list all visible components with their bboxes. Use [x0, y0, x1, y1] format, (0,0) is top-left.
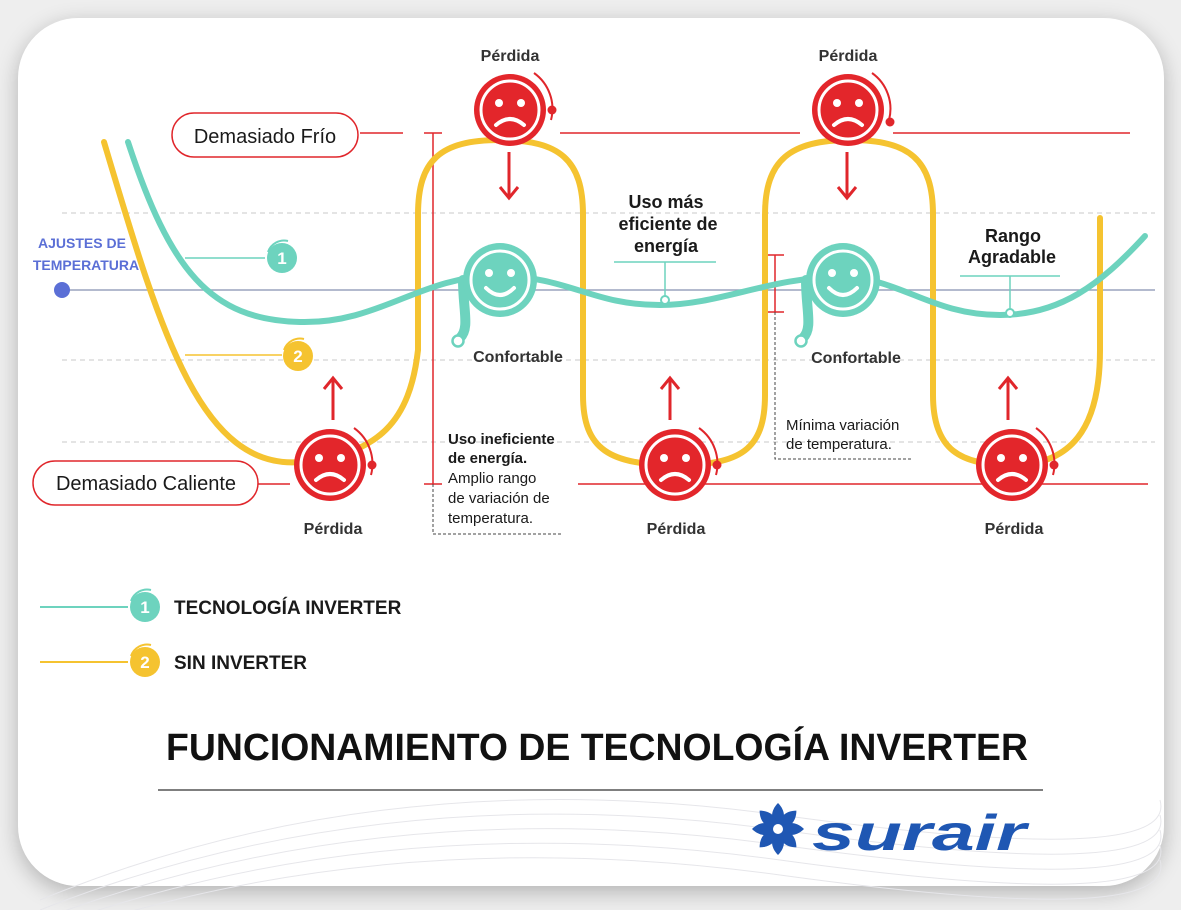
svg-text:Uso ineficiente: Uso ineficiente: [448, 431, 555, 448]
loss-label: Pérdida: [819, 48, 878, 65]
sad-face-icon: [810, 72, 895, 148]
svg-text:de energía.: de energía.: [448, 450, 527, 467]
wide-variation-bracket: [424, 132, 442, 485]
svg-text:Amplio rango: Amplio rango: [448, 470, 536, 487]
legend: 1 TECNOLOGÍA INVERTER 2 SIN INVERTER: [40, 588, 402, 677]
loss-label: Pérdida: [647, 521, 706, 538]
minimal-variation-annotation: Mínima variación de temperatura.: [786, 417, 899, 453]
decorative-swoosh: [39, 798, 1162, 910]
efficient-use-label: energía: [634, 236, 699, 256]
svg-text:temperatura.: temperatura.: [448, 510, 533, 527]
diagram-card: [18, 18, 1164, 886]
svg-text:TECNOLOGÍA INVERTER: TECNOLOGÍA INVERTER: [174, 597, 402, 619]
sad-face-icon: [974, 427, 1059, 503]
annotation-leaders: [432, 312, 912, 535]
too-cold-label: Demasiado Frío: [171, 112, 359, 158]
too-hot-label: Demasiado Caliente: [32, 460, 259, 506]
efficient-use-label: Uso más: [628, 192, 703, 212]
settings-label: TEMPERATURA: [33, 257, 139, 273]
legend-item-inverter: 1 TECNOLOGÍA INVERTER: [40, 588, 402, 622]
happy-face-icon: [451, 241, 539, 348]
efficient-use-label: eficiente de: [618, 214, 717, 234]
settings-label: AJUSTES DE: [38, 235, 126, 251]
comfortable-label: Confortable: [811, 350, 901, 367]
svg-text:1: 1: [277, 249, 286, 268]
series1-badge: 1: [267, 239, 297, 273]
pleasant-range-label: Agradable: [968, 247, 1056, 267]
comfortable-label: Confortable: [473, 349, 563, 366]
brand-name: surair: [812, 805, 1030, 861]
svg-text:SIN INVERTER: SIN INVERTER: [174, 653, 307, 674]
svg-text:1: 1: [140, 598, 149, 617]
non-inverter-curve: [101, 137, 1103, 468]
series2-badge: 2: [283, 337, 313, 371]
legend-item-non-inverter: 2 SIN INVERTER: [40, 643, 307, 677]
up-arrow-2: [659, 375, 681, 420]
inefficient-annotation: Uso ineficiente de energía. Amplio rango…: [448, 431, 555, 527]
up-arrow-1: [322, 375, 344, 420]
svg-text:de temperatura.: de temperatura.: [786, 436, 892, 453]
loss-label: Pérdida: [304, 521, 363, 538]
up-arrow-3: [997, 375, 1019, 420]
pleasant-range-label: Rango: [985, 226, 1041, 246]
svg-text:Mínima variación: Mínima variación: [786, 417, 899, 434]
sad-face-icon: [292, 427, 377, 503]
snowflake-icon: [752, 803, 804, 855]
svg-text:Demasiado Caliente: Demasiado Caliente: [56, 473, 236, 495]
down-arrow-2: [836, 152, 858, 201]
sad-face-icon: [637, 427, 722, 503]
range-dashed-lines: [62, 212, 1155, 443]
loss-label: Pérdida: [481, 48, 540, 65]
curve-markers: [614, 261, 1060, 318]
sad-face-icon: [472, 72, 557, 148]
inverter-curve: [125, 139, 1148, 326]
loss-label: Pérdida: [985, 521, 1044, 538]
svg-text:2: 2: [293, 347, 302, 366]
svg-text:de variación de: de variación de: [448, 490, 550, 507]
happy-face-icon: [794, 241, 882, 348]
svg-text:2: 2: [140, 653, 149, 672]
down-arrow-1: [498, 152, 520, 201]
surair-logo: surair: [752, 803, 1030, 861]
set-point-dot: [54, 282, 70, 298]
page-title: FUNCIONAMIENTO DE TECNOLOGÍA INVERTER: [166, 725, 1028, 769]
svg-text:Demasiado Frío: Demasiado Frío: [194, 126, 336, 148]
